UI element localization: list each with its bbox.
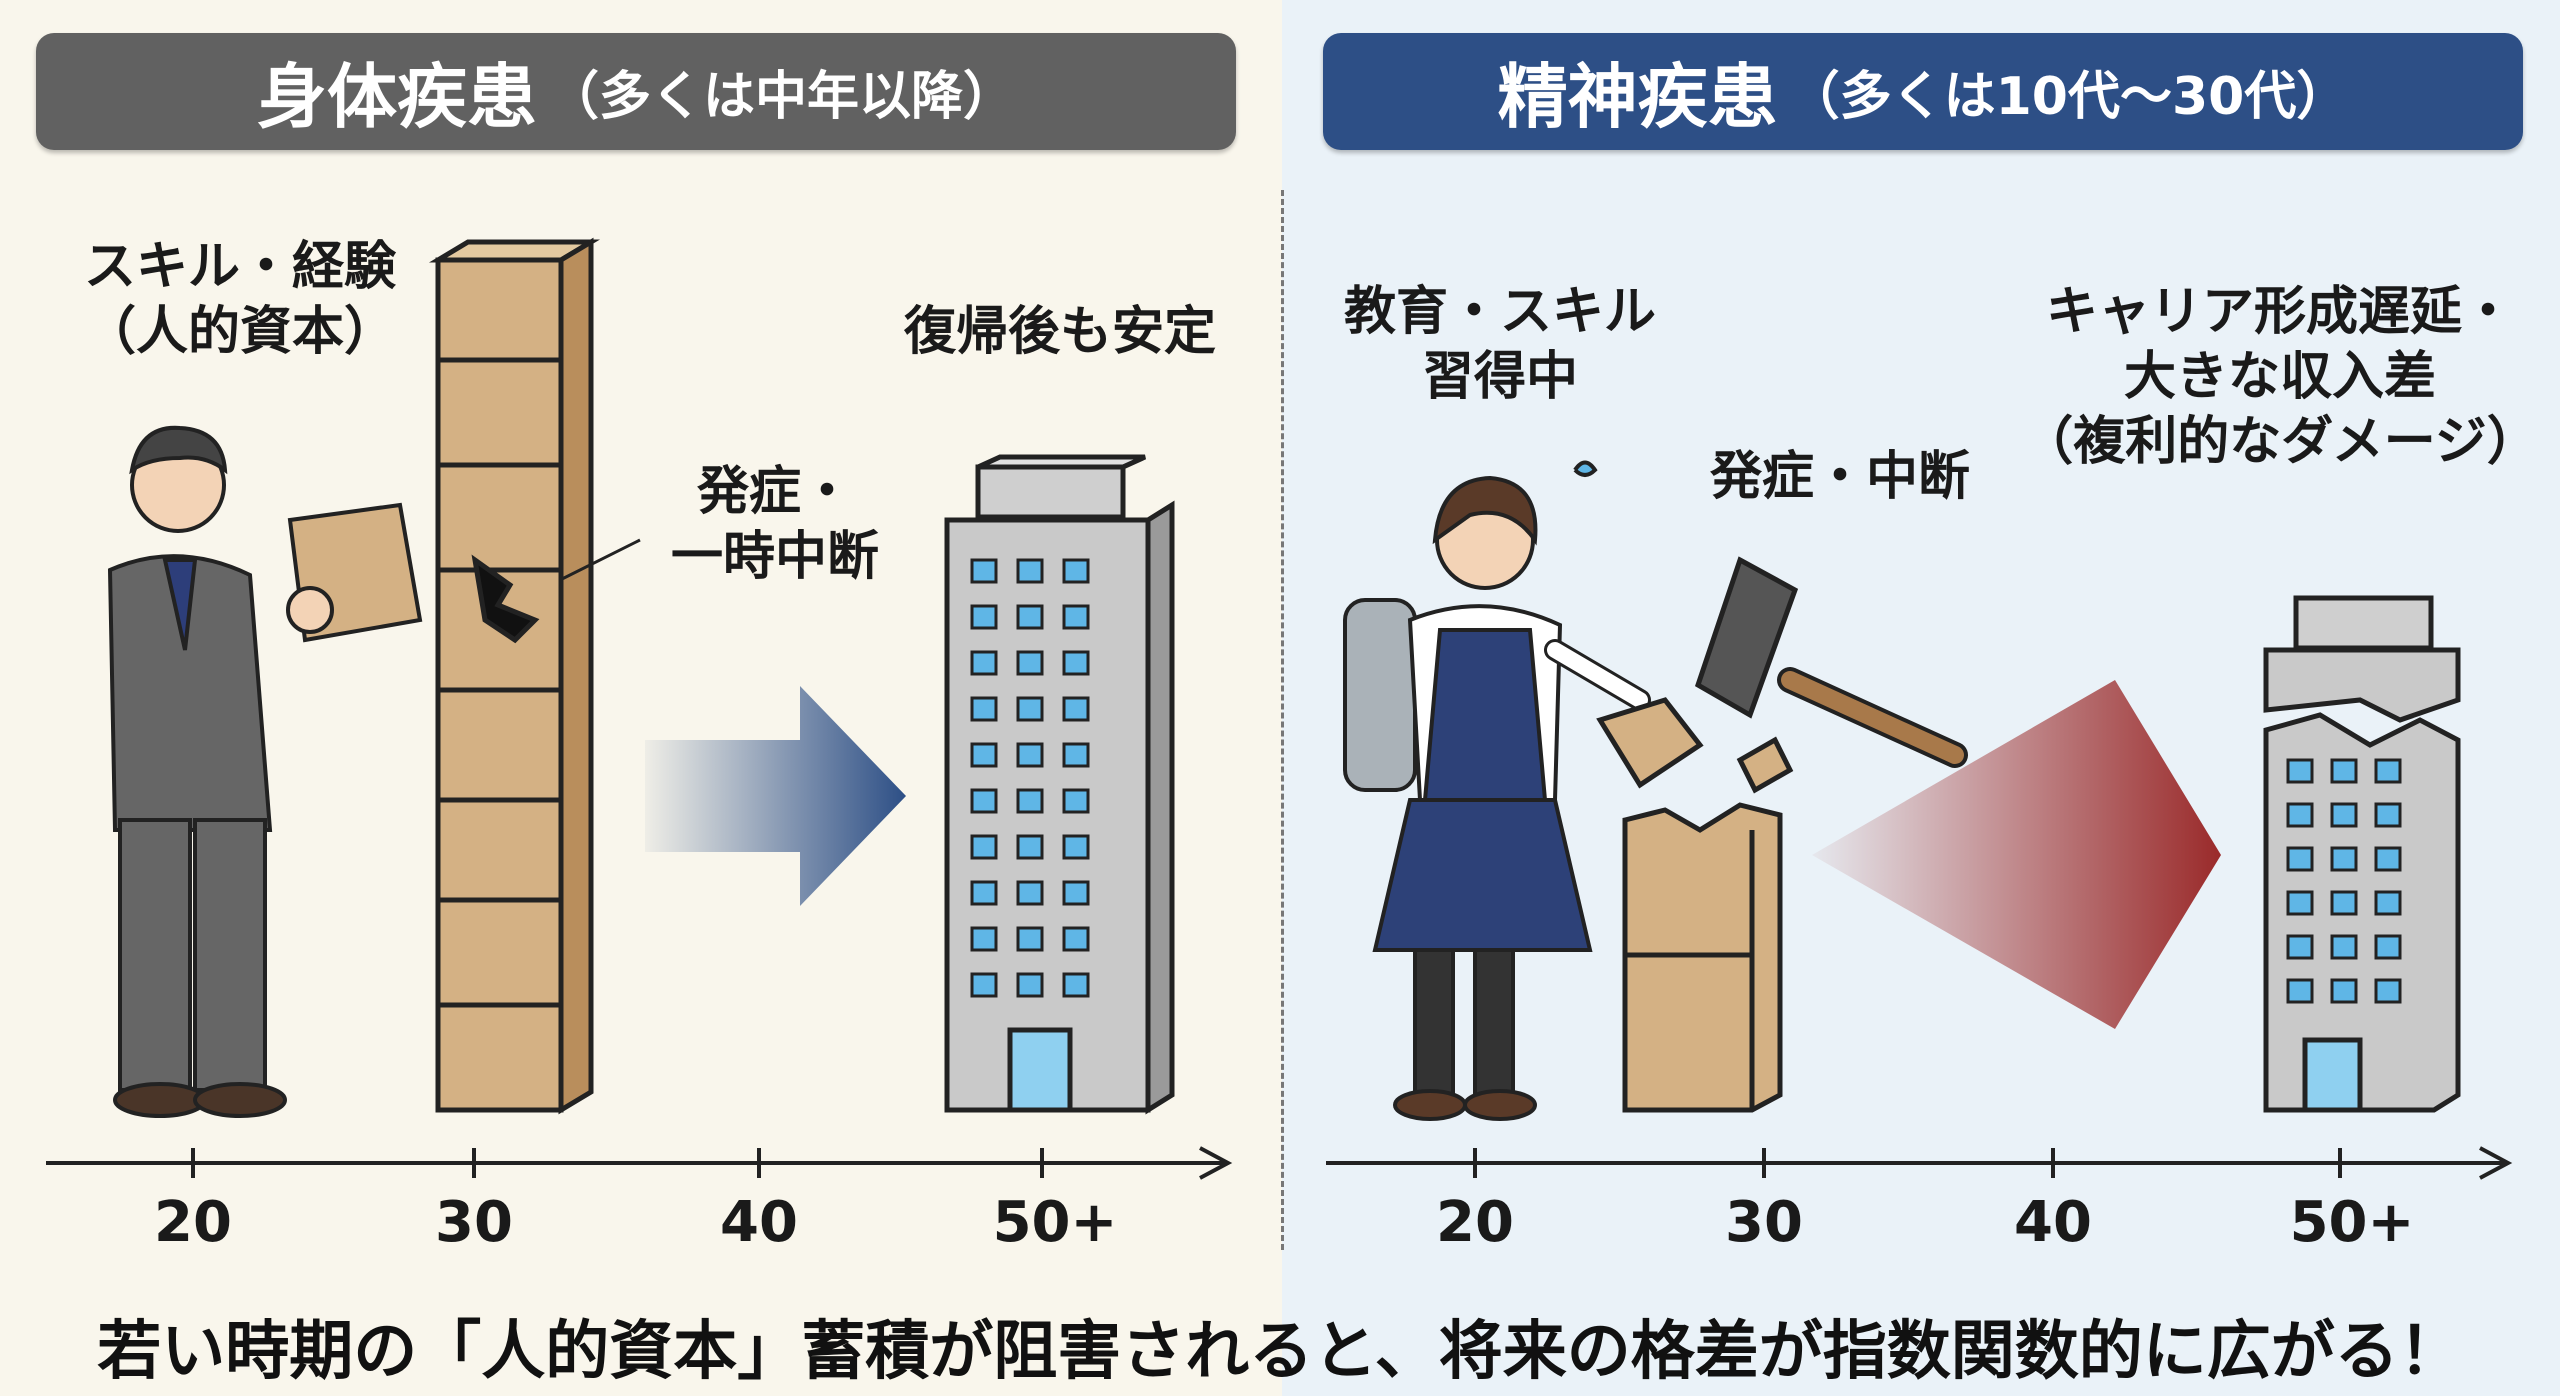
window-icon xyxy=(1062,650,1090,676)
career-delay-label: キャリア形成遅延・ 大きな収入差 （複利的なダメージ） xyxy=(2020,280,2540,475)
hammer-icon xyxy=(1694,556,1968,768)
window-icon xyxy=(1062,788,1090,814)
learning-label: 教育・スキル 習得中 xyxy=(1330,280,1670,410)
human-capital-label: スキル・経験 （人的資本） xyxy=(60,235,420,365)
window-icon xyxy=(2374,934,2402,960)
header-subtitle: （多くは中年以降） xyxy=(546,67,1015,127)
tick-label: 30 xyxy=(435,1190,513,1255)
window-icon xyxy=(2330,758,2358,784)
label-line: 一時中断 xyxy=(670,527,879,587)
label-line: （複利的なダメージ） xyxy=(2021,412,2539,472)
tick-label: 20 xyxy=(1436,1190,1514,1255)
right-timeline-axis xyxy=(1326,1146,2513,1180)
tick-label: 50+ xyxy=(2289,1190,2415,1255)
header-title: 身体疾患 xyxy=(256,56,537,138)
tick-label: 30 xyxy=(1725,1190,1803,1255)
stable-after-return-label: 復帰後も安定 xyxy=(903,302,1216,362)
window-icon xyxy=(2374,758,2402,784)
window-icon xyxy=(2330,802,2358,828)
label-line: 発症・ xyxy=(696,462,853,522)
student-girl-icon xyxy=(1343,460,1651,1121)
window-icon xyxy=(2374,978,2402,1004)
physical-illness-header: 身体疾患 （多くは中年以降） xyxy=(36,33,1236,150)
skill-block-tower-icon xyxy=(428,237,641,1115)
window-icon xyxy=(1062,834,1090,860)
footer-message: 若い時期の「人的資本」蓄積が阻害されると、将来の格差が指数関数的に広がる！ xyxy=(97,1315,2463,1389)
header-title: 精神疾患 xyxy=(1497,56,1778,138)
window-icon xyxy=(1062,926,1090,952)
onset-interruption-label: 発症・ 一時中断 xyxy=(660,460,890,590)
window-icon xyxy=(1062,742,1090,768)
window-icon xyxy=(2374,802,2402,828)
window-icon xyxy=(2286,890,2314,916)
panel-divider xyxy=(1281,190,1284,1250)
window-icon xyxy=(1016,742,1044,768)
window-icon xyxy=(1016,604,1044,630)
window-icon xyxy=(1016,926,1044,952)
tick-label: 20 xyxy=(154,1190,232,1255)
window-icon xyxy=(2330,978,2358,1004)
window-icon xyxy=(1016,834,1044,860)
window-icon xyxy=(970,696,998,722)
window-icon xyxy=(1016,788,1044,814)
window-icon xyxy=(970,788,998,814)
tick-label: 40 xyxy=(2014,1190,2092,1255)
window-icon xyxy=(1016,650,1044,676)
window-icon xyxy=(1062,604,1090,630)
mental-illness-header: 精神疾患 （多くは10代〜30代） xyxy=(1323,33,2523,150)
window-icon xyxy=(970,604,998,630)
broken-blocks-icon xyxy=(1596,697,1794,1113)
left-timeline-axis xyxy=(46,1146,1233,1180)
window-icon xyxy=(2286,758,2314,784)
header-subtitle: （多くは10代〜30代） xyxy=(1787,67,2349,127)
window-icon xyxy=(970,742,998,768)
widening-gap-arrow-icon xyxy=(1812,680,2221,1029)
window-icon xyxy=(1016,696,1044,722)
window-icon xyxy=(2374,890,2402,916)
recovery-arrow-icon xyxy=(645,686,906,906)
window-icon xyxy=(2286,802,2314,828)
businessman-icon xyxy=(107,425,423,1118)
window-icon xyxy=(1062,558,1090,584)
window-icon xyxy=(2374,846,2402,872)
window-icon xyxy=(1016,558,1044,584)
damaged-building-icon xyxy=(2263,595,2461,1113)
window-icon xyxy=(2330,890,2358,916)
label-line: スキル・経験 xyxy=(83,237,396,297)
window-icon xyxy=(970,972,998,998)
tick-label: 40 xyxy=(720,1190,798,1255)
window-icon xyxy=(970,834,998,860)
window-icon xyxy=(2286,978,2314,1004)
label-line: 教育・スキル xyxy=(1343,282,1656,342)
window-icon xyxy=(970,558,998,584)
window-icon xyxy=(1016,972,1044,998)
label-line: （人的資本） xyxy=(83,302,396,362)
window-icon xyxy=(2330,934,2358,960)
stable-building-icon xyxy=(944,454,1175,1115)
onset-label: 発症・中断 xyxy=(1709,447,1970,507)
window-icon xyxy=(970,650,998,676)
label-line: 習得中 xyxy=(1421,347,1578,407)
window-icon xyxy=(2286,846,2314,872)
window-icon xyxy=(1062,880,1090,906)
window-icon xyxy=(1016,880,1044,906)
label-line: 大きな収入差 xyxy=(2123,347,2436,407)
window-icon xyxy=(2286,934,2314,960)
tick-label: 50+ xyxy=(992,1190,1118,1255)
window-icon xyxy=(970,926,998,952)
window-icon xyxy=(970,880,998,906)
window-icon xyxy=(2330,846,2358,872)
label-line: キャリア形成遅延・ xyxy=(2045,282,2514,342)
window-icon xyxy=(1062,696,1090,722)
window-icon xyxy=(1062,972,1090,998)
